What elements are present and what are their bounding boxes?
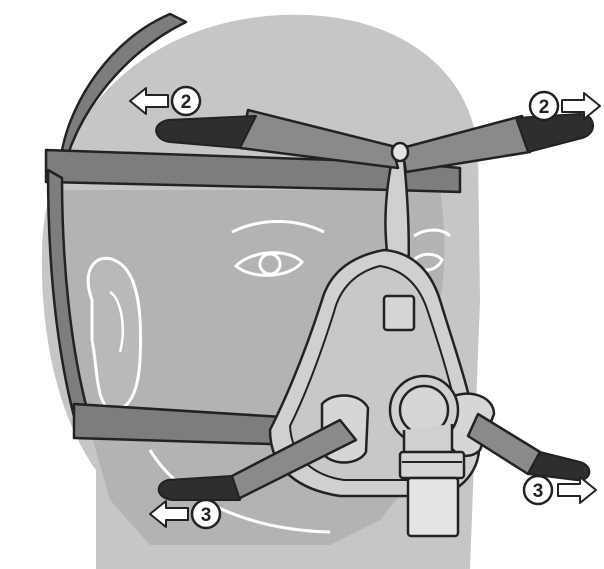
callout-number-badge xyxy=(528,90,560,122)
ear-inner xyxy=(109,290,124,353)
callout-number: 2 xyxy=(181,92,192,113)
callout-number-badge xyxy=(170,85,202,117)
callout-lower-right: 3 xyxy=(522,474,597,506)
callout-number-badge xyxy=(190,498,222,530)
mask-clip xyxy=(382,294,416,332)
left-eye xyxy=(231,220,325,277)
elbow-connector xyxy=(388,374,466,538)
arrow-right-icon xyxy=(557,476,597,504)
arrow-right-icon xyxy=(561,92,601,120)
callout-number-badge xyxy=(522,474,554,506)
upper-left-tab xyxy=(155,115,257,149)
callout-number: 2 xyxy=(539,97,550,118)
upper-straps xyxy=(155,108,594,174)
upper-right-tab xyxy=(515,113,594,153)
callout-upper-right: 2 xyxy=(528,90,601,122)
arrow-left-icon xyxy=(149,500,189,528)
lower-right-tab xyxy=(527,451,591,482)
forehead-ring xyxy=(390,141,410,163)
lower-right-strap xyxy=(466,412,542,476)
callout-number: 3 xyxy=(533,481,544,502)
callout-number: 3 xyxy=(201,505,212,526)
lower-straps xyxy=(157,412,591,502)
ear xyxy=(86,256,143,414)
chin-line xyxy=(148,449,331,534)
arrow-left-icon xyxy=(129,87,169,115)
lower-left-tab xyxy=(157,475,241,501)
callout-lower-left: 3 xyxy=(149,498,222,530)
callout-upper-left: 2 xyxy=(129,85,202,117)
